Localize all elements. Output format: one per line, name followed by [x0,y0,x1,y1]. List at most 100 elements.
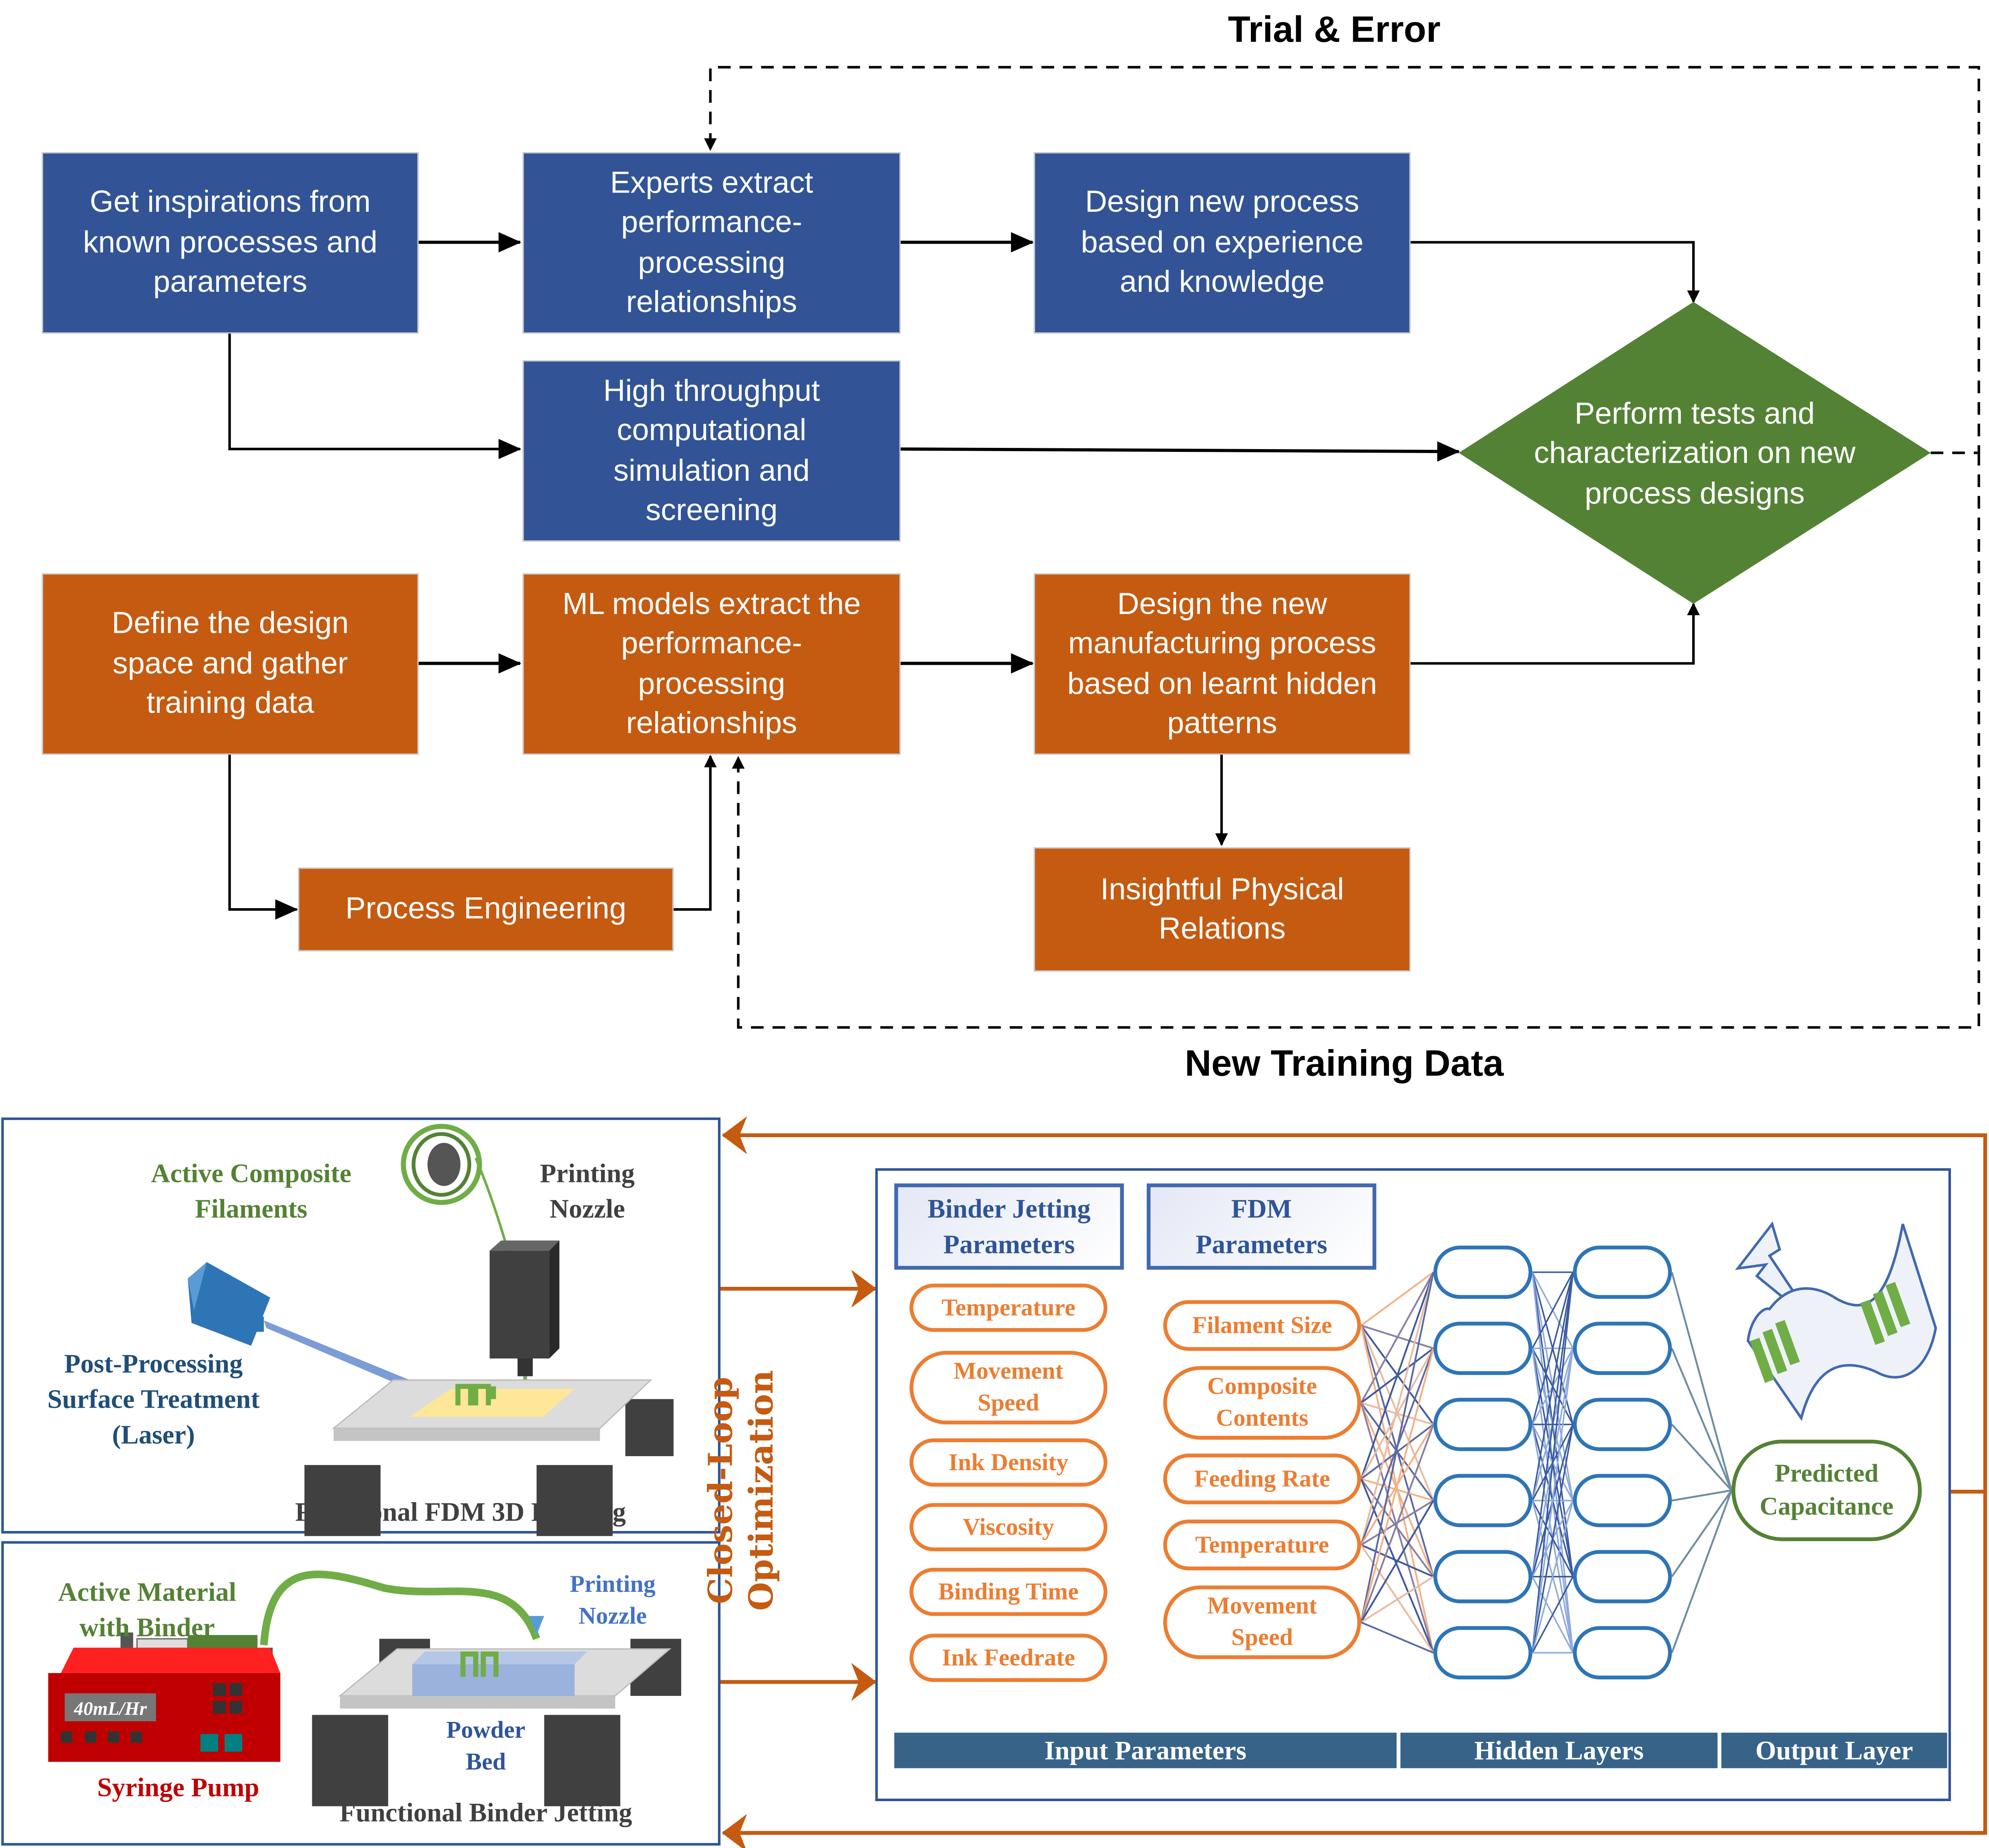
input-hidden-connection [1360,1500,1434,1623]
pump-display: 40mL/Hr [74,1698,147,1719]
output-layer-bar: Output Layer [1721,1732,1947,1768]
decision-text: Perform tests and characterization on ne… [1534,397,1856,511]
new-training-data-label: New Training Data [1184,1044,1504,1085]
hidden-output-connection [1671,1490,1732,1577]
fdm-printer-illustration [188,1124,674,1536]
input-hidden-connection [1360,1272,1435,1545]
binder-param-pill: Ink Feedrate [909,1633,1108,1682]
hidden-node [1573,1626,1672,1679]
binder-param-pill: Temperature [909,1284,1108,1332]
high-throughput-box: High throughput computational simulation… [522,360,901,542]
hidden-hidden-connection [1531,1424,1574,1653]
hidden-layers-bar: Hidden Layers [1400,1732,1718,1768]
decision-diamond [1459,302,1931,604]
hidden-hidden-connection [1531,1576,1574,1653]
define-design-space-box: Define the design space and gather train… [42,573,419,755]
hidden-node [1433,1322,1533,1375]
process-engineering-box: Process Engineering [298,867,674,951]
arrow-design-ml-to-decision [1410,602,1700,665]
fdm-param-pill: Composite Contents [1163,1366,1361,1440]
filament-spool-icon [401,1124,510,1254]
binder-param-pill: Movement Speed [909,1350,1108,1425]
ml-extract-box: ML models extract the performance- proce… [522,573,901,755]
fdm-panel-title: Functional FDM 3D Printing [295,1497,626,1527]
input-hidden-connection [1360,1348,1435,1623]
input-hidden-connection [1361,1478,1434,1502]
hidden-node [1573,1398,1672,1451]
hidden-node [1433,1626,1533,1679]
hidden-hidden-connection [1531,1272,1574,1425]
input-hidden-connection [1361,1271,1434,1326]
input-hidden-connection [1361,1576,1434,1623]
hidden-node [1573,1474,1672,1527]
hidden-node [1573,1245,1672,1299]
input-hidden-connection [1360,1272,1435,1479]
powder-bed-icon [312,1616,681,1806]
inspiration-box: Get inspirations from known processes an… [42,152,419,334]
hidden-hidden-connection [1531,1272,1574,1653]
input-hidden-connection [1360,1424,1435,1623]
design-experience-box: Design new process based on experience a… [1034,152,1411,334]
hidden-output-connection [1671,1272,1732,1491]
fdm-param-pill: Movement Speed [1163,1585,1361,1659]
closed-loop-top-arrow [722,1116,1987,1494]
arrow-inspiration-to-simulation [228,333,522,459]
print-bed-icon [304,1379,674,1536]
closed-loop-bottom-arrow [722,1491,1987,1848]
syringe-pump-icon: 40mL/Hr [48,1570,540,1762]
input-hidden-connection [1360,1348,1434,1480]
input-hidden-connection [1360,1478,1434,1577]
physical-relations-box: Insightful Physical Relations [1034,847,1411,972]
binder-param-pill: Binding Time [909,1567,1108,1616]
arrow-design-to-decision [1410,241,1700,303]
input-parameters-bar: Input Parameters [894,1732,1397,1768]
input-hidden-connection [1360,1479,1435,1653]
new-training-data-loop [732,453,1980,1029]
experts-extract-box: Experts extract performance- processing … [522,152,901,334]
trial-error-loop [704,66,1980,454]
binder-jetting-illustration: 40mL/Hr [48,1570,681,1806]
powder-bed-label: Powder Bed [446,1717,526,1776]
hidden-output-connection [1671,1490,1732,1653]
syringe-pump-label: Syringe Pump [97,1772,259,1803]
binder-printing-nozzle-label: Printing Nozzle [570,1571,656,1630]
binder-jetting-panel: 40mL/Hr Active Material with Binder [1,1541,721,1846]
input-hidden-connection [1361,1621,1434,1654]
trial-error-label: Trial & Error [1228,10,1441,51]
hidden-node [1433,1474,1533,1527]
hidden-output-connection [1672,1489,1732,1502]
binder-param-pill: Ink Density [909,1438,1108,1487]
hidden-output-connection [1671,1348,1732,1491]
fdm-printing-panel: Active Composite Filaments Printing Nozz… [1,1117,721,1536]
arrow-define-to-process-eng [228,754,298,920]
hidden-hidden-connection [1531,1272,1574,1501]
binder-param-pill: Viscosity [909,1503,1108,1551]
hidden-node [1573,1550,1672,1603]
input-hidden-connection [1360,1272,1435,1623]
hidden-node [1433,1398,1533,1451]
fdm-param-pill: Temperature [1163,1519,1361,1571]
printing-nozzle-icon [490,1240,560,1409]
active-composite-filaments-label: Active Composite Filaments [151,1158,351,1224]
fdm-param-pill: Feeding Rate [1163,1453,1361,1505]
input-hidden-connection [1361,1424,1434,1480]
hidden-hidden-connection [1531,1272,1574,1577]
active-material-label: Active Material with Binder [58,1577,237,1643]
hidden-hidden-connection [1531,1500,1574,1653]
binder-params-header: Binder Jetting Parameters [894,1183,1124,1270]
post-processing-label: Post-Processing Surface Treatment (Laser… [47,1348,260,1450]
arrow-process-eng-to-ml [673,754,717,911]
binder-panel-title: Functional Binder Jetting [339,1797,632,1828]
input-hidden-connection [1360,1272,1434,1403]
hidden-output-connection [1671,1424,1732,1491]
flexible-supercapacitor-icon [1746,1224,1937,1421]
hidden-node [1573,1322,1672,1375]
hidden-node [1433,1245,1533,1299]
fdm-printing-nozzle-label: Printing Nozzle [540,1158,635,1224]
hidden-hidden-connection [1531,1272,1574,1349]
hidden-node [1433,1550,1533,1603]
